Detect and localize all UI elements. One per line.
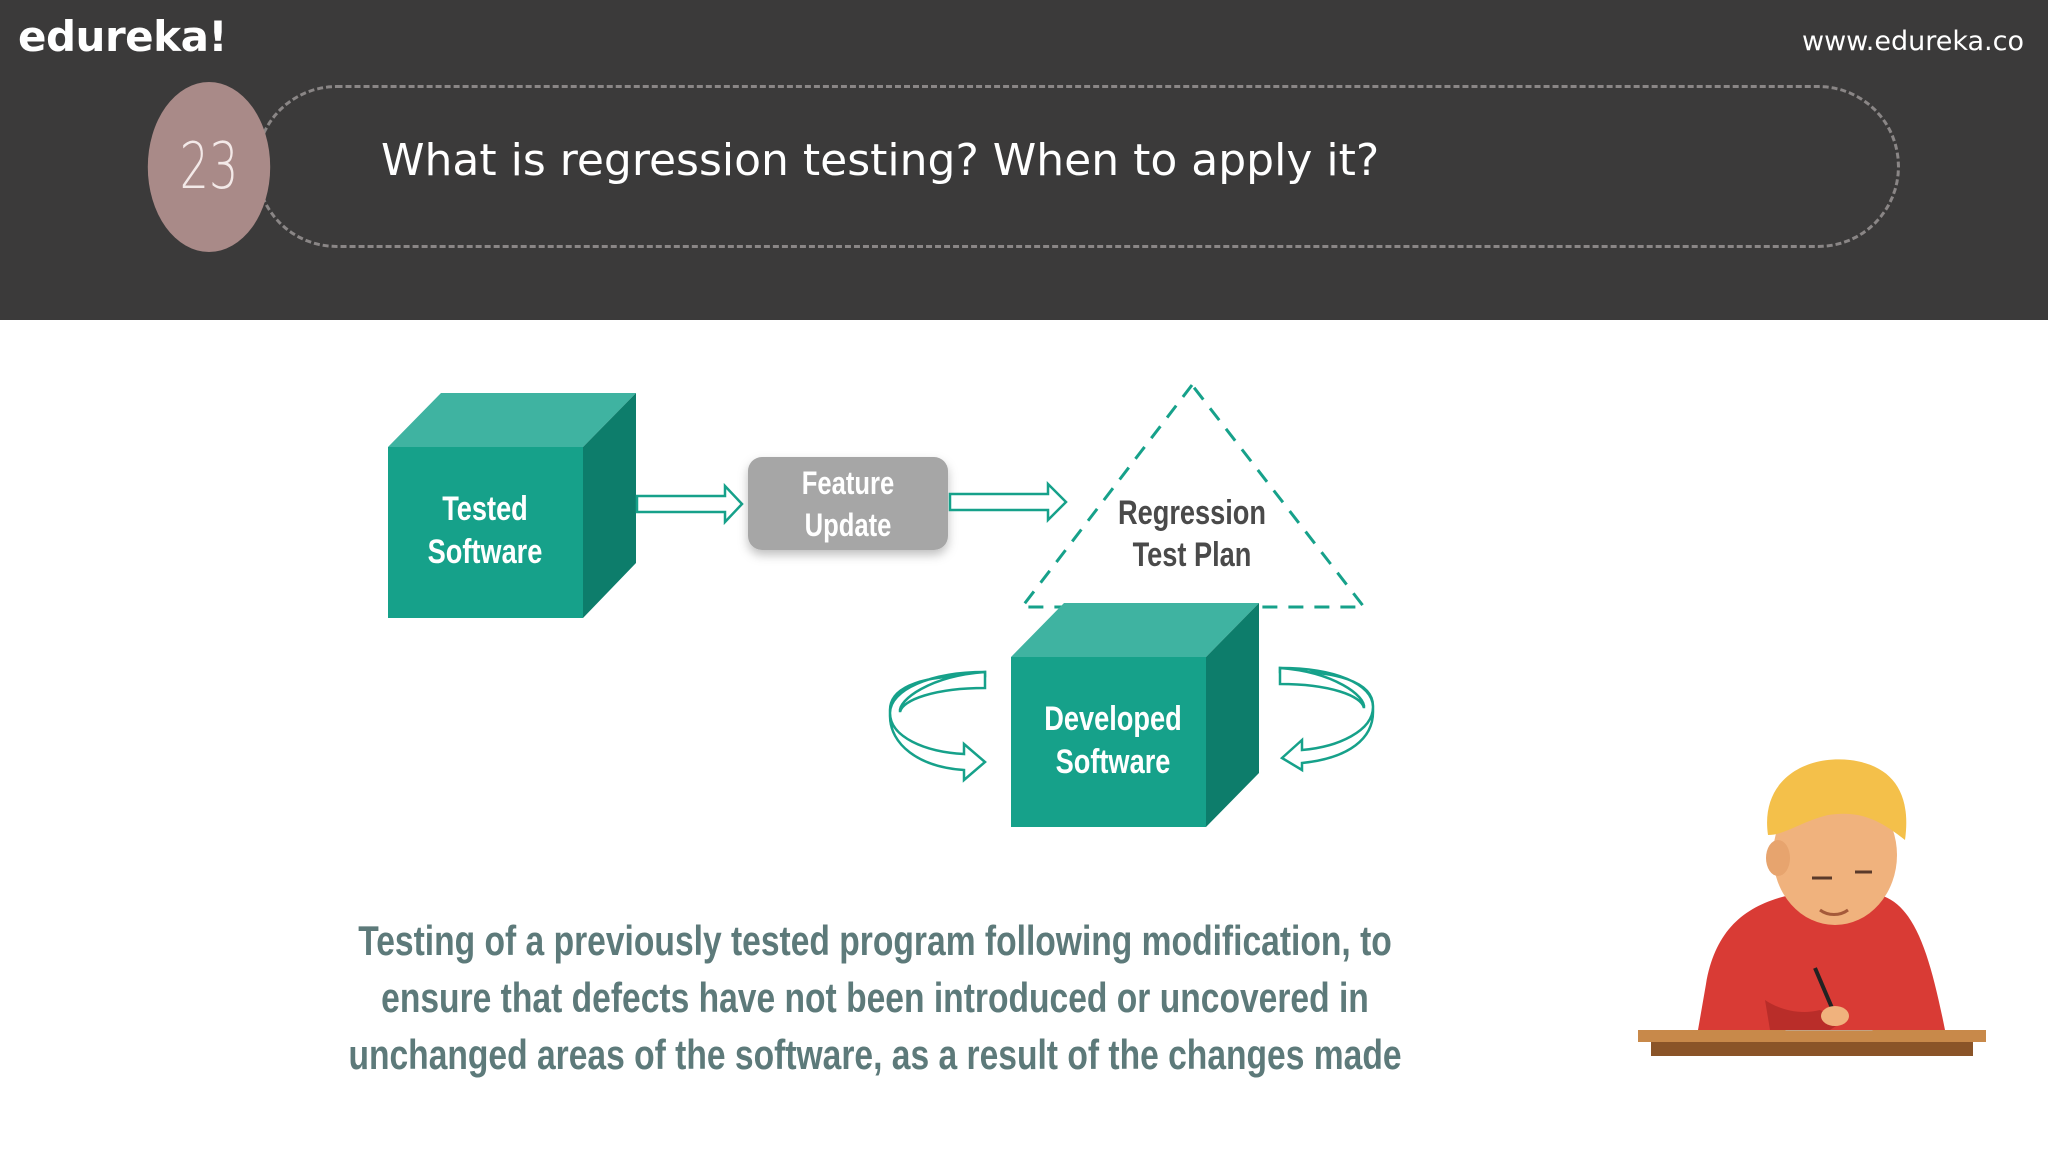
- slide-header: edureka! www.edureka.co 23 What is regre…: [0, 0, 2048, 320]
- developed-software-label-line2: Software: [1056, 742, 1171, 781]
- tested-software-label-line1: Tested: [442, 489, 528, 528]
- tested-software-label-line2: Software: [428, 532, 543, 571]
- left-cycle-arrow-icon: [888, 670, 987, 783]
- regression-description: Testing of a previously tested program f…: [210, 912, 1540, 1083]
- description-text: Testing of a previously tested program f…: [348, 917, 1402, 1078]
- question-number-badge: 23: [147, 82, 271, 252]
- feature-update-label-line2: Update: [805, 508, 892, 543]
- regression-diagram: Tested Software Feature Update Regressio…: [388, 382, 1986, 1056]
- tested-software-cube: Tested Software: [388, 393, 636, 618]
- edureka-logo: edureka!: [18, 12, 228, 61]
- regression-test-plan-triangle: Regression Test Plan: [1018, 382, 1368, 609]
- regression-plan-label-line2: Test Plan: [1133, 535, 1252, 574]
- student-writing-illustration: [1638, 759, 1986, 1056]
- arrow-to-feature-update: [635, 482, 744, 526]
- feature-update-box: Feature Update: [748, 457, 948, 550]
- arrow-to-regression-plan: [948, 480, 1068, 524]
- feature-update-label-line1: Feature: [802, 466, 894, 501]
- site-url: www.edureka.co: [1802, 26, 2024, 57]
- developed-software-label-line1: Developed: [1044, 699, 1181, 738]
- regression-plan-label-line1: Regression: [1118, 493, 1266, 532]
- right-cycle-arrow-icon: [1278, 666, 1375, 773]
- developed-software-cube: Developed Software: [1011, 603, 1259, 827]
- question-title: What is regression testing? When to appl…: [381, 135, 1380, 186]
